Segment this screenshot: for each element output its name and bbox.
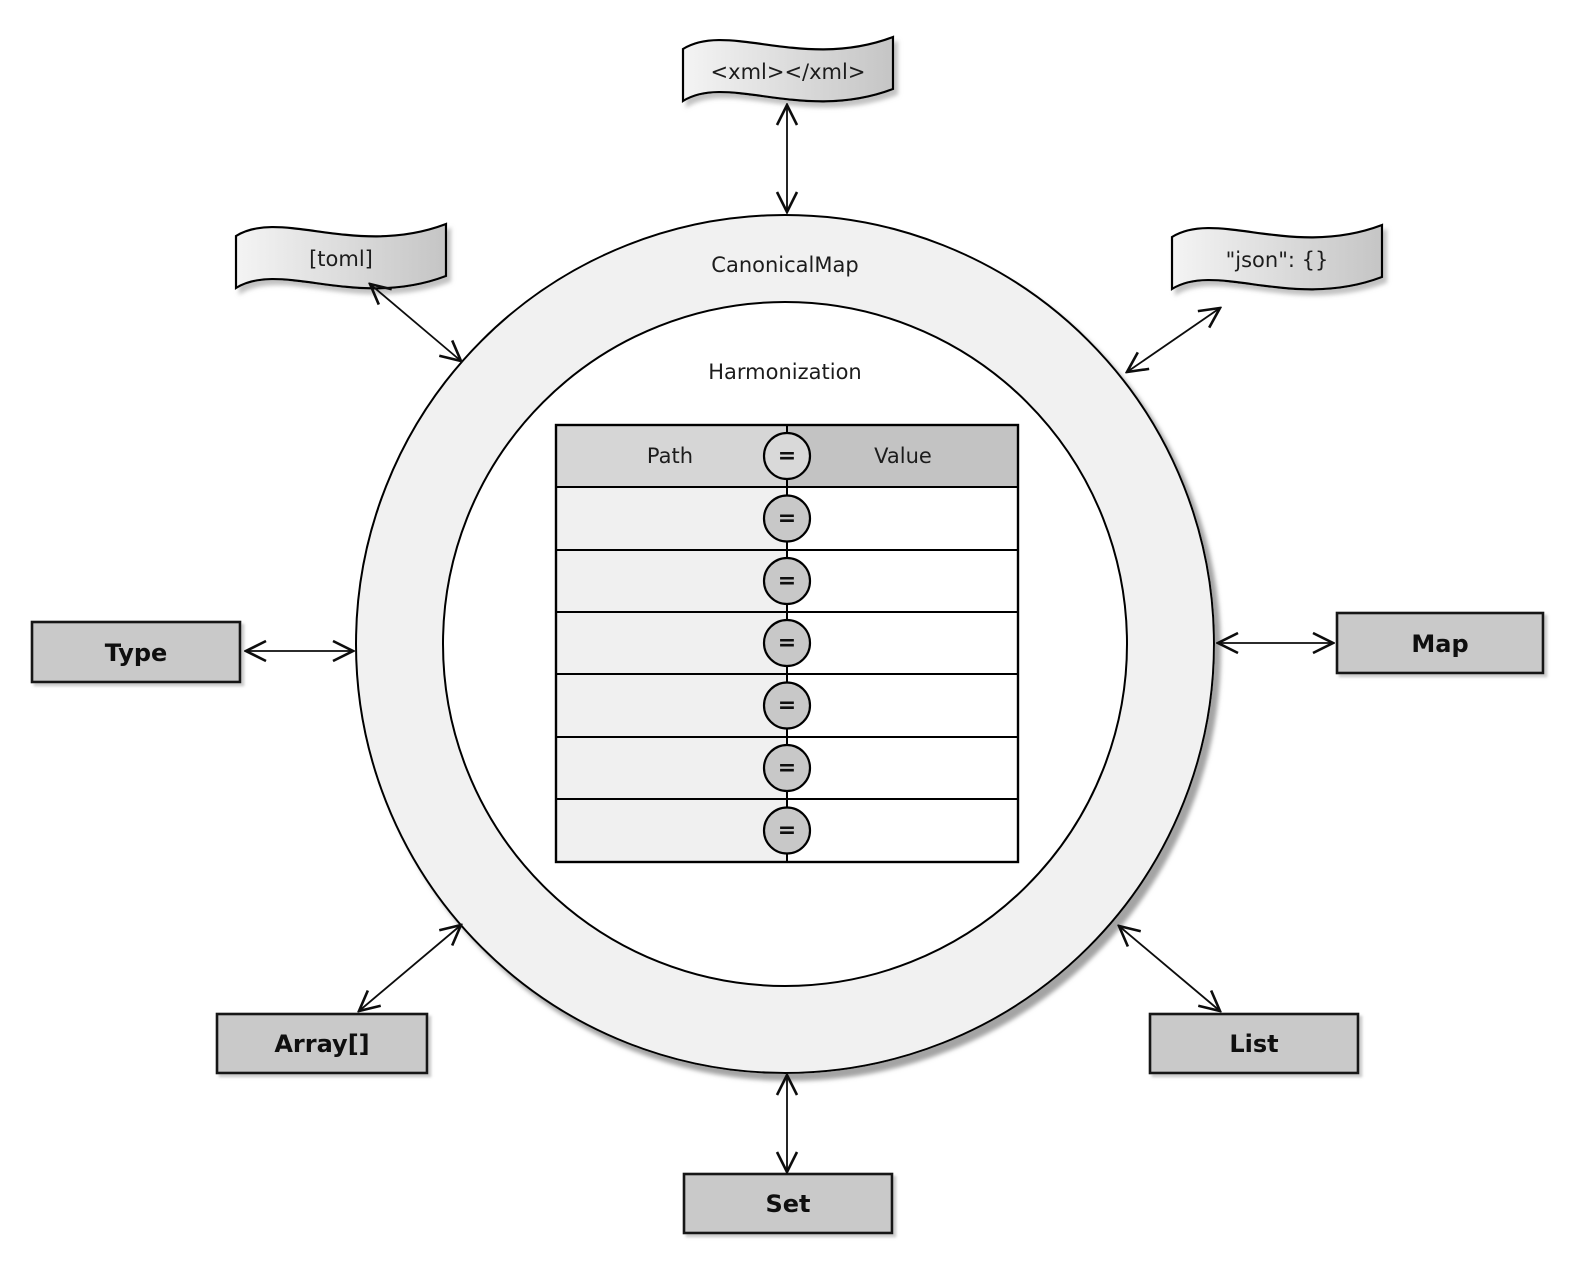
equals-symbol: = [778,693,796,718]
ring-outer-label: CanonicalMap [711,253,858,277]
table-row [556,674,1018,737]
map-node-label: Map [1411,630,1468,658]
table-row [556,487,1018,550]
array-node-label: Array[] [274,1030,369,1058]
harmonization-table: Path Value = = = = = = = [554,423,1020,864]
toml-flag-node: [toml] [234,222,448,290]
array-node: Array[] [215,1012,429,1075]
table-border [554,423,1020,864]
equals-symbol: = [778,756,796,781]
equals-symbol: = [778,631,796,656]
list-node-box [1148,1012,1360,1075]
array-connector-arrow [359,925,461,1011]
set-node-label: Set [765,1190,810,1218]
table-row [556,612,1018,674]
list-connector-arrow [1119,926,1220,1011]
value-column-header: Value [874,444,932,468]
equals-symbol: = [778,818,796,843]
map-node-box [1335,611,1545,675]
list-node-label: List [1229,1030,1278,1058]
equals-symbol: = [778,444,796,469]
toml-flag-shape [234,222,448,290]
type-node-box [30,620,242,684]
equals-symbol: = [778,569,796,594]
xml-flag-shape [681,35,895,103]
table-row [556,550,1018,612]
equals-badge-header: = [762,431,812,481]
list-node: List [1148,1012,1360,1075]
ring-inner-label: Harmonization [708,360,862,384]
equals-badge: = [762,806,812,855]
equals-badge: = [762,743,812,793]
table-row [556,737,1018,799]
set-node-box [682,1172,894,1235]
equals-badge: = [762,556,812,606]
xml-flag-label: <xml></xml> [711,60,866,84]
equals-badge: = [762,681,812,730]
type-node: Type [30,620,242,684]
table-row [556,799,1018,862]
toml-flag-label: [toml] [309,247,373,271]
array-node-box [215,1012,429,1075]
map-node: Map [1335,611,1545,675]
equals-badge: = [762,494,812,543]
equals-badge: = [762,618,812,668]
json-flag-label: "json": {} [1226,248,1329,272]
json-flag-node: "json": {} [1170,223,1384,291]
path-column-header: Path [647,444,693,468]
xml-flag-node: <xml></xml> [681,35,895,103]
type-node-label: Type [105,639,168,667]
toml-connector-arrow [370,284,461,361]
equals-symbol: = [778,506,796,531]
table-header-value-cell [787,425,1018,487]
json-connector-arrow [1127,308,1220,372]
set-node: Set [682,1172,894,1235]
table-header-path-cell [556,425,787,487]
json-flag-shape [1170,223,1384,291]
